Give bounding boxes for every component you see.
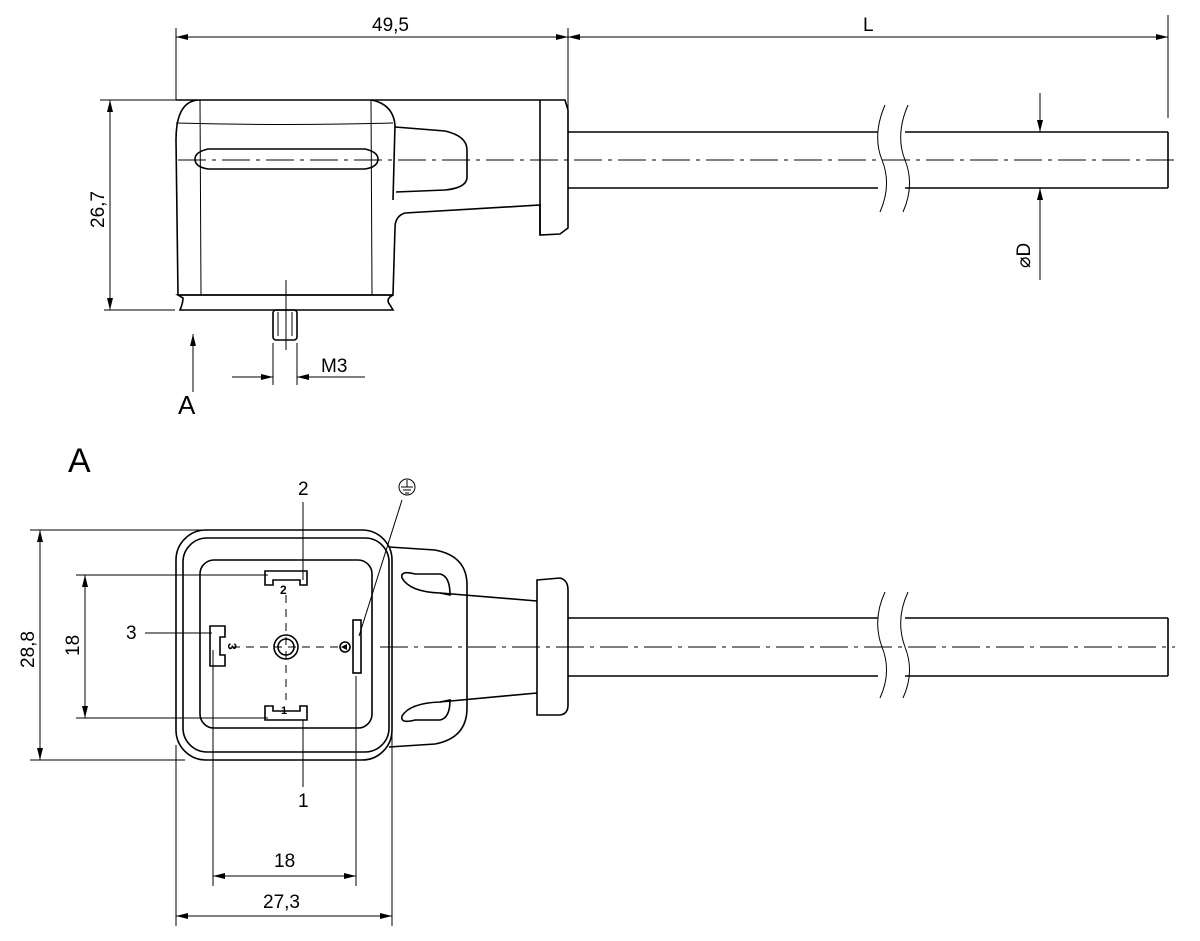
connector-face: [175, 529, 1175, 761]
dim-18-vertical-label: 18: [63, 635, 84, 656]
dimension-cable-length: L: [568, 15, 1169, 118]
view-title: A: [68, 442, 91, 480]
dimension-body-length: 49,5: [175, 15, 569, 112]
dim-27-3-label: 27,3: [263, 892, 300, 913]
pin-3: 3: [209, 625, 239, 667]
view-arrow-a: A: [178, 334, 196, 420]
dimension-pin-width: 18: [212, 650, 357, 886]
dim-diameter-label: ⌀D: [1014, 243, 1035, 268]
dim-m3-label: M3: [321, 356, 347, 377]
side-view: 49,5 L: [88, 15, 1175, 420]
pin-1-label: 1: [298, 791, 309, 812]
dimension-cable-diameter: ⌀D: [1014, 93, 1043, 280]
pin-3-marking: 3: [225, 643, 239, 650]
dim-26-7-label: 26,7: [88, 191, 109, 228]
pin-2-label: 2: [298, 479, 309, 500]
dimension-outer-height: 28,8: [18, 529, 205, 761]
ground-contact: [339, 619, 362, 674]
ground-symbol-icon: [398, 478, 416, 496]
pin-3-label: 3: [126, 623, 137, 644]
dimension-pin-height: 18: [63, 574, 268, 719]
connector-body-side: [175, 99, 569, 350]
dim-L-label: L: [863, 15, 874, 36]
dim-28-8-label: 28,8: [18, 631, 39, 668]
dim-49-5-label: 49,5: [372, 15, 409, 36]
dimension-screw: M3: [232, 343, 365, 385]
pin-2-marking: 2: [280, 583, 287, 597]
dimension-outer-width: 27,3: [175, 700, 393, 926]
cable-side: [178, 104, 1175, 213]
pin-1: 1: [264, 705, 308, 721]
pin-1-marking: 1: [281, 705, 287, 717]
dim-18-horizontal-label: 18: [274, 851, 295, 872]
center-screw: [273, 634, 299, 660]
front-view: A 2: [18, 442, 1175, 926]
pin-2: 2: [264, 570, 308, 597]
view-arrow-label: A: [178, 390, 196, 420]
dimension-height: 26,7: [88, 99, 195, 311]
